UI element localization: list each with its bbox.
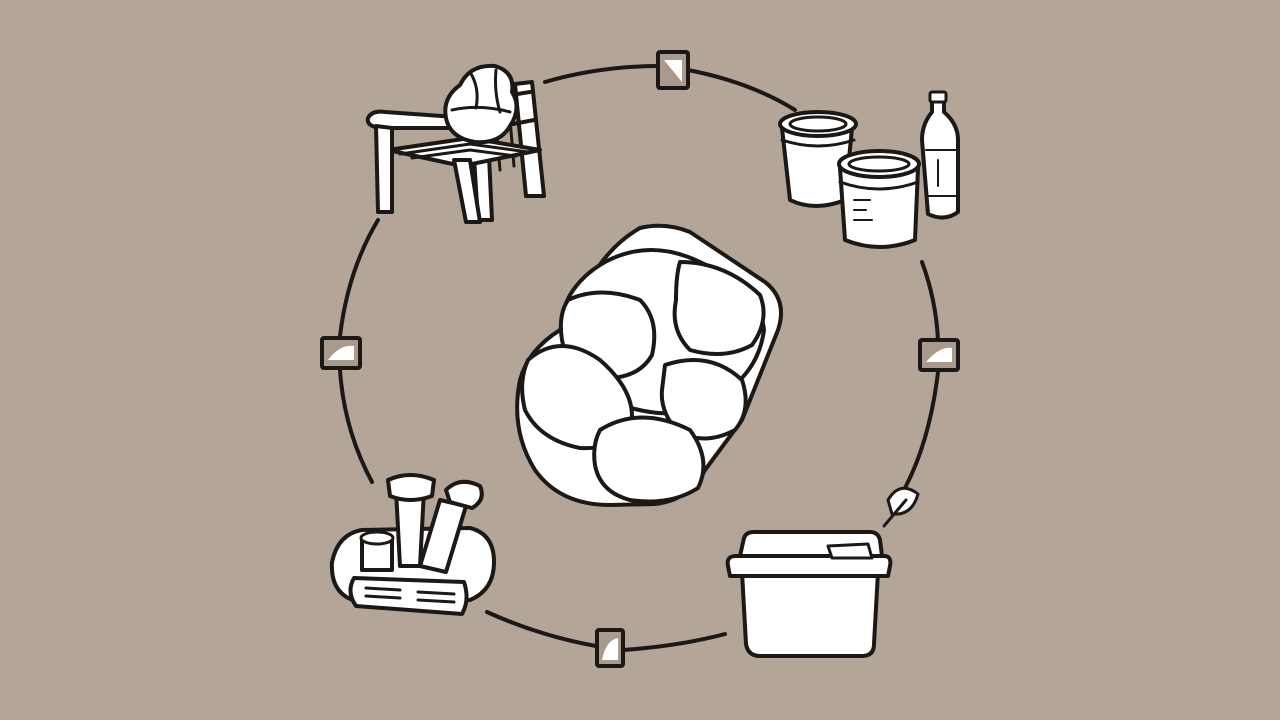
cushion-icon (515, 223, 783, 507)
arc-left-upper (338, 218, 380, 338)
arc-top (543, 64, 662, 84)
square-marker-icon (595, 628, 625, 668)
chair-with-cushion-icon (365, 63, 546, 224)
arc-top-right (686, 68, 797, 112)
jars-and-bottle-icon (778, 90, 960, 249)
arc-bottom-right (621, 632, 727, 652)
cleaning-supplies-icon (329, 473, 496, 616)
square-marker-icon (918, 338, 960, 372)
arc-bottom-left (485, 610, 598, 648)
cycle-ring (338, 64, 940, 652)
storage-box-icon (725, 530, 893, 658)
arc-right-upper (920, 260, 940, 342)
leaf-icon (882, 486, 920, 528)
arc-left-lower (338, 368, 374, 484)
arc-right-lower (903, 370, 940, 490)
square-marker-icon (320, 336, 362, 370)
square-marker-icon (656, 50, 690, 90)
